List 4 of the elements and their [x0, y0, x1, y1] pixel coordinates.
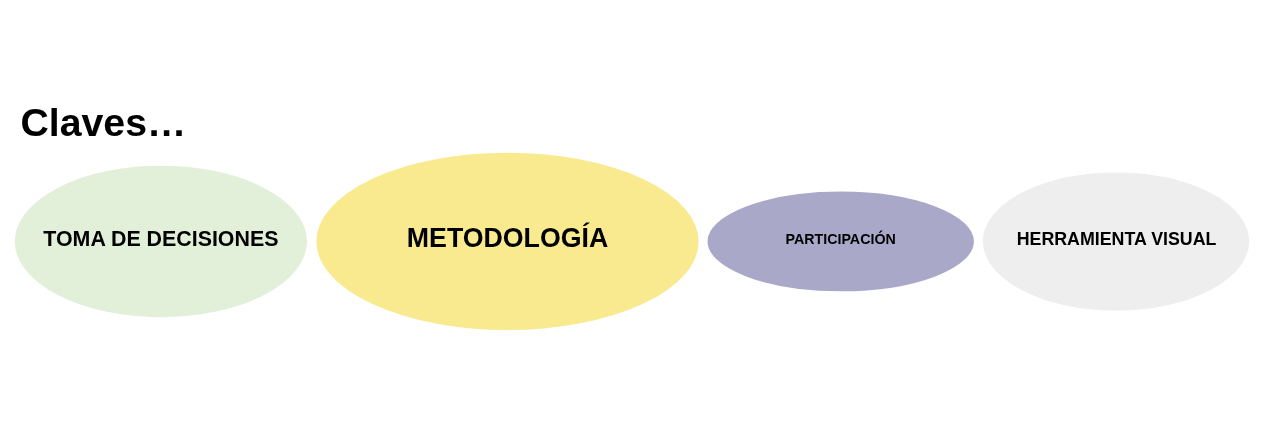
- diagram-title: Claves…: [20, 100, 187, 144]
- node-ellipse: METODOLOGÍA: [313, 150, 702, 333]
- node-ellipse: TOMA DE DECISIONES: [12, 163, 310, 320]
- node-ellipse: PARTICIPACIÓN: [704, 188, 977, 294]
